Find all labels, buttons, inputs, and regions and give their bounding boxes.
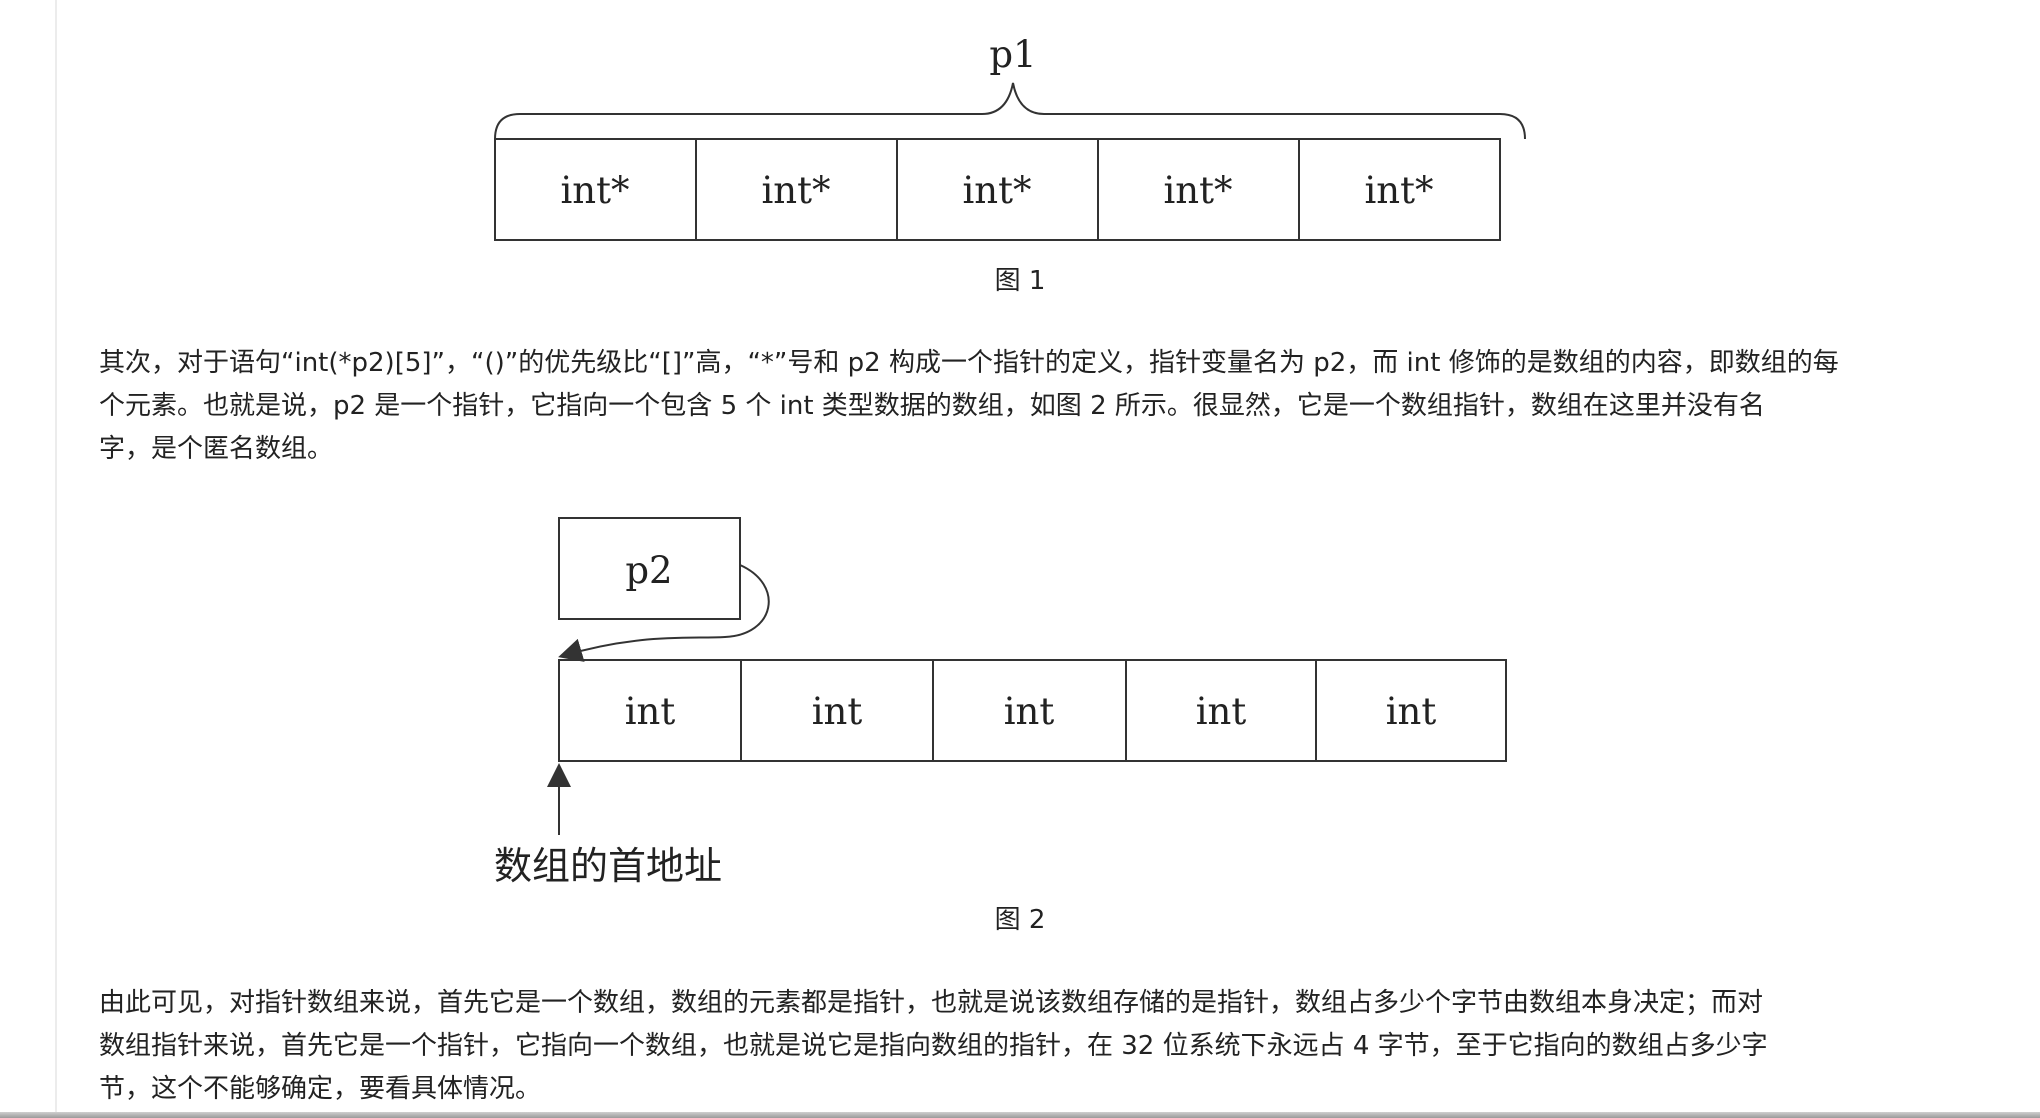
int-array-cell-label: int xyxy=(1196,690,1247,733)
paragraph-line: 节，这个不能够确定，要看具体情况。 xyxy=(99,1074,542,1104)
paragraph-array-pointer-explanation: 其次，对于语句“int(*p2)[5]”，“()”的优先级比“[]”高，“*”号… xyxy=(99,342,1889,471)
pointer-array-cell-label: int* xyxy=(560,169,629,212)
figure-1-pointer-array: p1 int* int* int* int* int* xyxy=(494,33,1526,241)
paragraph-line: 字，是个匿名数组。 xyxy=(99,434,334,464)
pointer-array-cell xyxy=(1298,138,1501,241)
int-array-cells: int int int int int xyxy=(558,659,1507,762)
p2-pointer-box xyxy=(558,517,741,620)
paragraph-line: 其次，对于语句“int(*p2)[5]”，“()”的优先级比“[]”高，“*”号… xyxy=(99,348,1839,378)
array-start-address-label: 数组的首地址 xyxy=(494,844,722,888)
pointer-array-cell-label: int* xyxy=(1163,169,1232,212)
paragraph-line: 个元素。也就是说，p2 是一个指针，它指向一个包含 5 个 int 类型数据的数… xyxy=(99,391,1765,421)
p1-brace xyxy=(494,82,1526,140)
pointer-array-cell-label: int* xyxy=(761,169,830,212)
int-array-cell xyxy=(1315,659,1507,762)
window-bottom-edge xyxy=(0,1112,2040,1118)
int-array-cell-label: int xyxy=(812,690,863,733)
figure-1-caption: 图 1 xyxy=(994,266,1046,296)
int-array-cell-label: int xyxy=(1386,690,1437,733)
figure-2-caption: 图 2 xyxy=(994,905,1046,935)
figure-2-array-pointer: p2 int int int int int 数组的首地址 xyxy=(494,517,1507,888)
paragraph-line: 数组指针来说，首先它是一个指针，它指向一个数组，也就是说它是指向数组的指针，在 … xyxy=(99,1031,1768,1061)
int-array-cell-label: int xyxy=(625,690,676,733)
pointer-array-cell-label: int* xyxy=(1364,169,1433,212)
paragraph-comparison-summary: 由此可见，对指针数组来说，首先它是一个数组，数组的元素都是指针，也就是说该数组存… xyxy=(99,982,1889,1111)
pointer-array-cells: int* int* int* int* int* xyxy=(494,138,1501,241)
p2-label: p2 xyxy=(625,549,672,592)
p1-label: p1 xyxy=(989,33,1036,76)
left-margin-rule xyxy=(55,0,57,1112)
pointer-array-cell-label: int* xyxy=(962,169,1031,212)
pointer-arrow xyxy=(558,564,770,662)
int-array-cell-label: int xyxy=(1004,690,1055,733)
paragraph-line: 由此可见，对指针数组来说，首先它是一个数组，数组的元素都是指针，也就是说该数组存… xyxy=(99,988,1764,1018)
